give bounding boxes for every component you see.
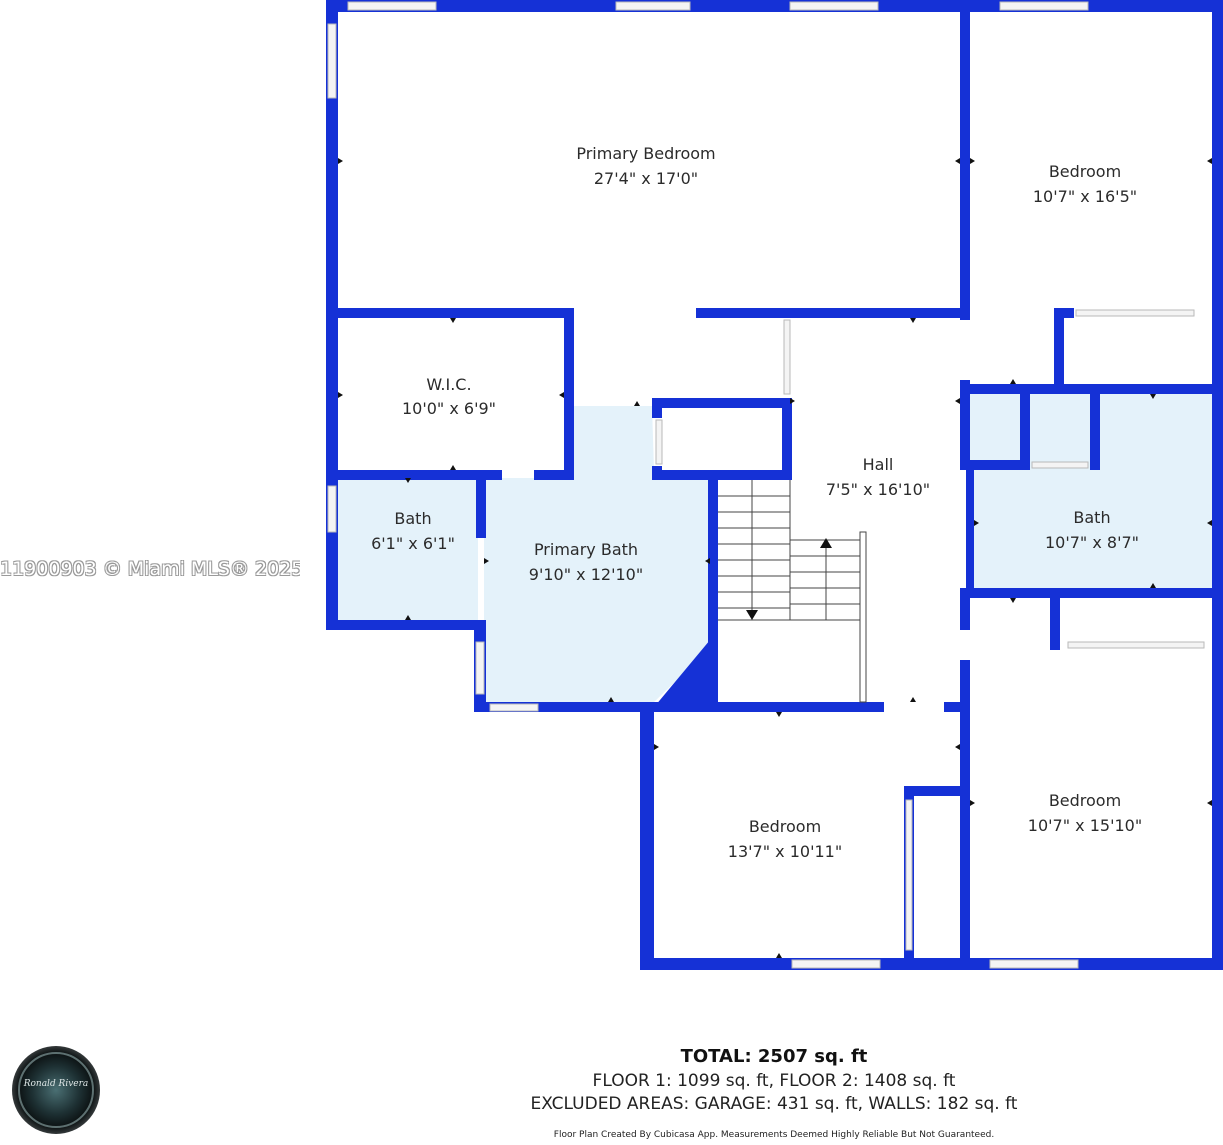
photographer-logo: Ronald Rivera bbox=[12, 1046, 100, 1134]
windows bbox=[327, 1, 1205, 969]
window bbox=[999, 1, 1089, 11]
room-name-bedroom-se: Bedroom bbox=[1049, 791, 1121, 810]
room-labels: Primary Bedroom 27'4" x 17'0" Bedroom 10… bbox=[371, 144, 1142, 861]
floor-areas: FLOOR 1: 1099 sq. ft, FLOOR 2: 1408 sq. … bbox=[592, 1071, 956, 1091]
floor-plan: Primary Bedroom 27'4" x 17'0" Bedroom 10… bbox=[326, 0, 1223, 970]
logo-ring bbox=[18, 1052, 94, 1128]
stair-arrows bbox=[746, 538, 832, 620]
logo-text: Ronald Rivera bbox=[23, 1079, 89, 1089]
room-dims-bedroom-se: 10'7" x 15'10" bbox=[1028, 816, 1142, 835]
window bbox=[347, 1, 437, 11]
staircase bbox=[718, 480, 867, 703]
window bbox=[989, 959, 1079, 969]
room-name-bath-e: Bath bbox=[1073, 508, 1110, 527]
room-name-bath-w: Bath bbox=[394, 509, 431, 528]
room-dims-primary-bath: 9'10" x 12'10" bbox=[529, 565, 643, 584]
bath-w-fill bbox=[334, 478, 478, 622]
window bbox=[1031, 461, 1089, 469]
room-dims-bath-e: 10'7" x 8'7" bbox=[1045, 533, 1139, 552]
excluded-areas: EXCLUDED AREAS: GARAGE: 431 sq. ft, WALL… bbox=[530, 1094, 1018, 1114]
room-dims-bedroom-s: 13'7" x 10'11" bbox=[728, 842, 842, 861]
window bbox=[1075, 309, 1195, 317]
room-dims-bedroom-ne: 10'7" x 16'5" bbox=[1033, 187, 1137, 206]
room-name-wic: W.I.C. bbox=[426, 375, 471, 394]
window bbox=[327, 485, 337, 533]
dimension-ticks bbox=[338, 158, 1212, 958]
room-dims-primary-bedroom: 27'4" x 17'0" bbox=[594, 169, 698, 188]
room-name-hall: Hall bbox=[863, 455, 894, 474]
window bbox=[475, 641, 485, 695]
window bbox=[1067, 641, 1205, 649]
window bbox=[655, 419, 663, 465]
window bbox=[783, 319, 791, 395]
room-name-bedroom-ne: Bedroom bbox=[1049, 162, 1121, 181]
total-area: TOTAL: 2507 sq. ft bbox=[680, 1046, 868, 1067]
room-dims-bath-w: 6'1" x 6'1" bbox=[371, 534, 455, 553]
room-name-primary-bedroom: Primary Bedroom bbox=[576, 144, 715, 163]
window bbox=[327, 23, 337, 99]
window bbox=[615, 1, 691, 11]
room-name-bedroom-s: Bedroom bbox=[749, 817, 821, 836]
window bbox=[789, 1, 879, 11]
window bbox=[791, 959, 881, 969]
room-name-primary-bath: Primary Bath bbox=[534, 540, 638, 559]
window bbox=[489, 703, 539, 712]
bath-fills bbox=[334, 392, 1216, 704]
room-dims-wic: 10'0" x 6'9" bbox=[402, 399, 496, 418]
mls-watermark: 11900903 © Miami MLS® 2025 bbox=[0, 558, 300, 580]
primary-bath-fill bbox=[484, 406, 710, 704]
plan-credit: Floor Plan Created By Cubicasa App. Meas… bbox=[553, 1130, 995, 1140]
room-dims-hall: 7'5" x 16'10" bbox=[826, 480, 930, 499]
window bbox=[905, 799, 913, 951]
